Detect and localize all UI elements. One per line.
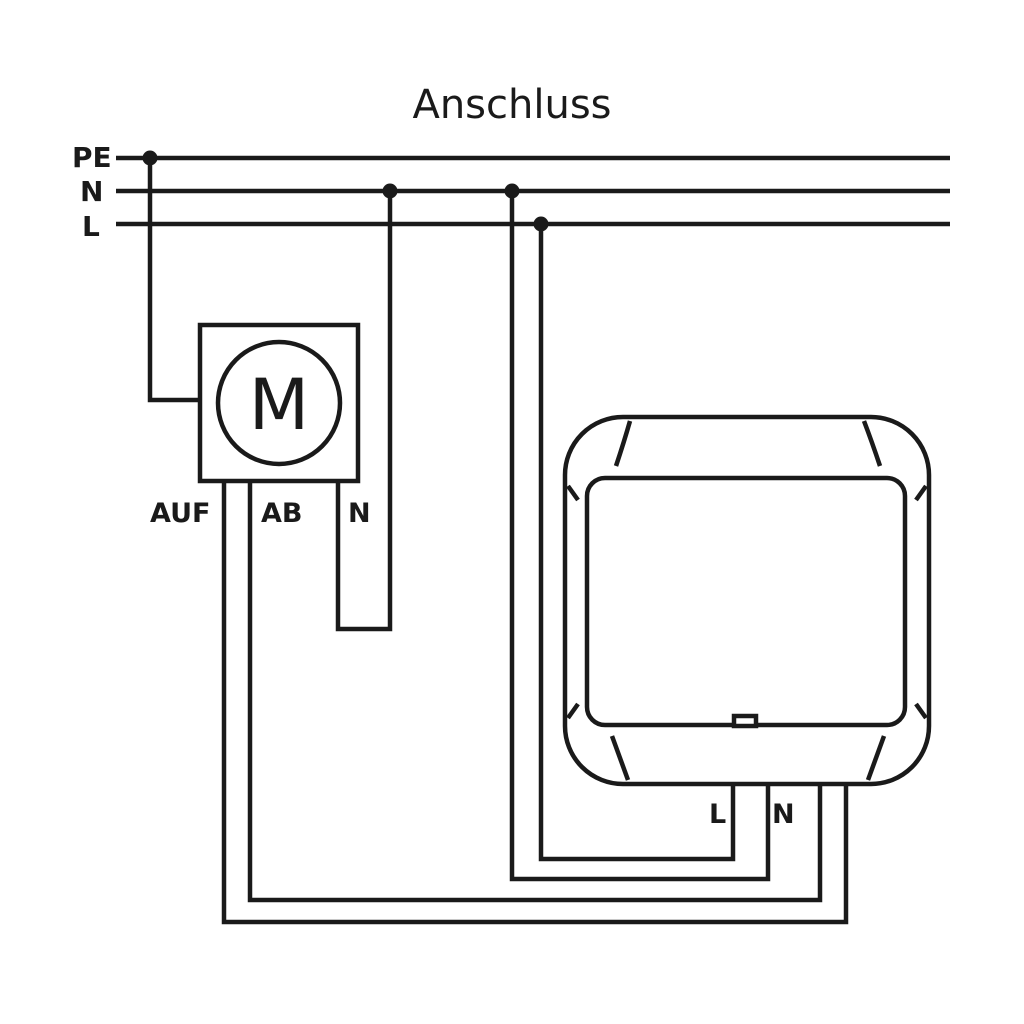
motor-terminal-label-n: N — [348, 498, 371, 529]
switch-corner-notch-bottom-left — [609, 735, 631, 781]
switch-corner-notch-top-right — [861, 420, 883, 467]
switch-side-notch-left-lower — [566, 702, 580, 720]
bus-label-pe: PE — [72, 141, 112, 174]
junction-dot-n-switch — [504, 183, 520, 199]
bus-label-l: L — [82, 210, 100, 243]
switch-terminal-label-n: N — [772, 799, 795, 830]
diagram-title: Anschluss — [412, 82, 611, 128]
switch-side-notch-right-upper — [914, 484, 928, 502]
switch-terminal-label-l: L — [709, 799, 726, 830]
switch-corner-notch-bottom-right — [865, 735, 887, 781]
bus-label-n: N — [80, 175, 103, 208]
motor-symbol-circle — [215, 339, 343, 467]
motor-terminal-label-ab: AB — [261, 498, 302, 529]
junction-dot-n-motor — [382, 183, 398, 199]
motor-terminal-label-auf: AUF — [150, 498, 210, 529]
switch-side-notch-right-lower — [914, 702, 928, 720]
motor: M — [197, 322, 361, 484]
wire-n-to-motor-n — [335, 191, 393, 632]
wire-n-to-switch-n — [509, 191, 771, 882]
switch-corner-notch-top-left — [613, 420, 633, 467]
switch-side-notch-left-upper — [566, 484, 580, 502]
switch-inner-panel — [584, 475, 908, 728]
switch-panel-tab — [731, 713, 759, 729]
motor-symbol-letter: M — [249, 364, 309, 446]
junction-dot-l-switch — [533, 216, 549, 232]
junction-dot-pe — [142, 150, 158, 166]
wire-pe-to-motor — [147, 158, 200, 403]
switch-device — [562, 414, 932, 787]
wire-auf-motor-to-switch — [221, 482, 849, 925]
wire-l-to-switch-l — [538, 224, 736, 862]
wire-ab-motor-to-switch — [247, 482, 823, 903]
